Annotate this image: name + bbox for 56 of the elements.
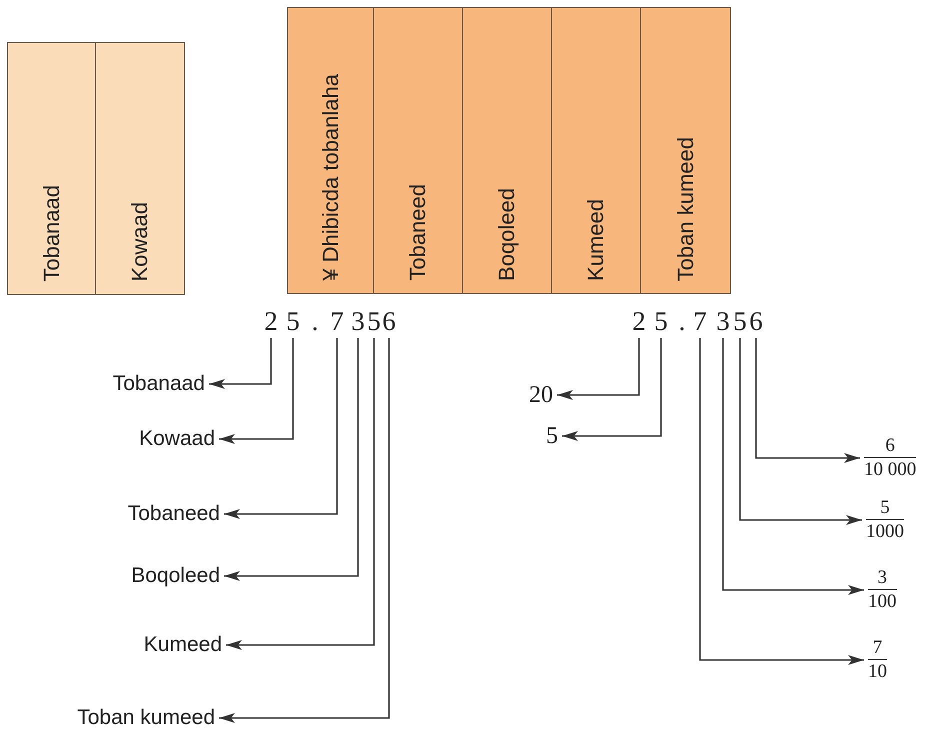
place-value-label: Toban kumeed xyxy=(77,706,215,730)
digit: 7 xyxy=(329,308,345,336)
numerator: 3 xyxy=(868,567,896,590)
digit: 5 xyxy=(653,308,669,336)
arrow xyxy=(562,338,662,441)
digit: 5 xyxy=(732,308,748,336)
arrow xyxy=(722,338,864,595)
place-value-column xyxy=(373,7,463,294)
arrow xyxy=(219,338,294,444)
place-value-label: Tobanaad xyxy=(112,372,205,396)
denominator: 1000 xyxy=(866,520,904,542)
place-value-column xyxy=(551,7,641,294)
place-value-column xyxy=(287,7,374,294)
place-value-column xyxy=(7,42,96,295)
column-heading: ¥ Dhibicda tobanlaha xyxy=(318,74,344,281)
numerator: 6 xyxy=(864,435,916,458)
digit: 3 xyxy=(350,308,366,336)
arrow xyxy=(699,338,864,665)
place-value-label: Boqoleed xyxy=(131,564,220,588)
column-heading: Toban kumeed xyxy=(672,136,698,281)
arrow xyxy=(557,338,640,400)
decimal-point: . xyxy=(310,308,320,336)
column-heading: Kumeed xyxy=(583,199,609,281)
value-label: 20 xyxy=(529,383,553,407)
value-label: 5 xyxy=(546,424,558,448)
denominator: 10 000 xyxy=(864,458,916,480)
arrow xyxy=(209,338,272,389)
digit: 6 xyxy=(381,308,397,336)
denominator: 10 xyxy=(868,660,887,682)
digit: 3 xyxy=(715,308,731,336)
place-value-column xyxy=(95,42,185,295)
digit: 6 xyxy=(748,308,764,336)
column-heading: Tobanaad xyxy=(38,185,64,282)
column-heading: Boqoleed xyxy=(494,188,520,281)
place-value-label: Kumeed xyxy=(144,633,222,657)
numerator: 5 xyxy=(866,497,904,520)
numerator: 7 xyxy=(868,637,887,660)
decimal-point: . xyxy=(678,308,686,336)
place-value-label: Tobaneed xyxy=(128,502,220,526)
arrow xyxy=(739,338,862,525)
column-heading: Tobaneed xyxy=(405,184,431,281)
place-value-column xyxy=(462,7,552,294)
digit: 5 xyxy=(366,308,382,336)
arrow xyxy=(219,338,390,723)
digit: 2 xyxy=(263,308,279,336)
place-value-label: Kowaad xyxy=(139,427,215,451)
denominator: 100 xyxy=(868,590,896,612)
column-heading: Kowaad xyxy=(127,202,153,282)
place-value-column xyxy=(640,7,731,294)
arrow xyxy=(755,338,860,463)
arrow xyxy=(224,338,338,519)
digit: 5 xyxy=(285,308,301,336)
arrow xyxy=(226,338,375,650)
digit: 7 xyxy=(692,308,708,336)
arrow xyxy=(224,338,359,581)
digit: 2 xyxy=(631,308,647,336)
